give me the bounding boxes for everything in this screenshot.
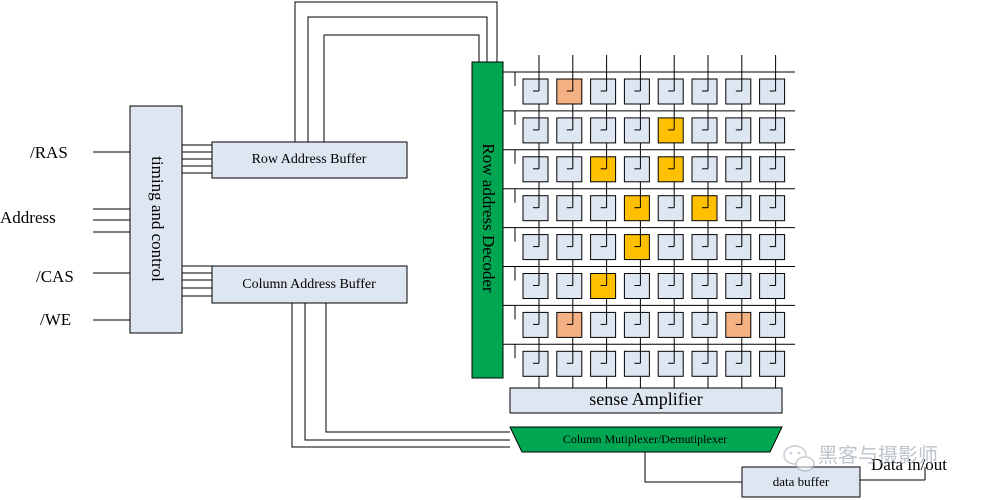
memory-cell — [759, 78, 786, 105]
memory-cell — [556, 311, 583, 338]
memory-cell — [522, 311, 549, 338]
ras-label: /RAS — [30, 143, 68, 162]
memory-cell — [590, 117, 617, 144]
column-multiplexer-label: Column Mutiplexer/Demutiplexer — [563, 432, 727, 446]
memory-cell — [623, 311, 650, 338]
memory-cell — [590, 78, 617, 105]
row-address-decoder: Row address Decoder — [471, 61, 504, 379]
memory-cell — [725, 273, 752, 299]
cas-label: /CAS — [36, 267, 74, 286]
memory-cell — [623, 156, 650, 183]
memory-cell — [759, 156, 786, 183]
memory-cell — [657, 195, 684, 222]
memory-cell — [522, 195, 549, 222]
wechat-icon — [783, 445, 815, 472]
memory-cell — [691, 156, 718, 183]
row-address-decoder-label: Row address Decoder — [479, 143, 498, 293]
memory-cell — [691, 350, 718, 377]
memory-cell — [759, 117, 786, 144]
watermark-text: 黑客与摄影师 — [818, 443, 938, 467]
memory-cell — [657, 234, 684, 261]
memory-cell — [522, 78, 549, 105]
address-label: Address — [0, 208, 56, 227]
memory-cell — [725, 78, 752, 105]
memory-cell — [556, 117, 583, 144]
memory-cell — [556, 195, 583, 222]
row-address-buffer-label: Row Address Buffer — [252, 152, 367, 167]
memory-cell — [556, 156, 583, 183]
memory-cell — [691, 117, 718, 144]
memory-cell — [590, 350, 617, 377]
memory-cell — [657, 350, 684, 377]
memory-cell — [623, 78, 650, 105]
sense-amplifier: sense Amplifier — [509, 387, 783, 414]
memory-cell — [725, 195, 752, 222]
memory-cell — [556, 78, 583, 105]
memory-cell — [556, 350, 583, 377]
memory-cell — [623, 350, 650, 377]
column-multiplexer: Column Mutiplexer/Demutiplexer — [509, 426, 783, 453]
memory-cell — [522, 350, 549, 377]
memory-cell — [590, 273, 617, 299]
memory-cell — [623, 117, 650, 144]
column-address-buffer-label: Column Address Buffer — [242, 277, 376, 292]
memory-cell — [590, 156, 617, 183]
timing-control-block: timing and control — [129, 105, 183, 334]
row-address-buffer: Row Address Buffer — [211, 141, 408, 179]
memory-cell — [623, 195, 650, 222]
memory-cell — [691, 234, 718, 261]
memory-cell — [691, 273, 718, 299]
memory-cell — [657, 156, 684, 183]
data-io-label: Data in/out — [871, 455, 947, 474]
memory-cell — [725, 350, 752, 377]
watermark: 黑客与摄影师 — [783, 443, 938, 472]
memory-cell — [623, 273, 650, 299]
signal-wires — [93, 1, 926, 483]
cell-array — [522, 78, 786, 377]
memory-cell — [759, 195, 786, 222]
cell-array-wires — [503, 55, 795, 388]
we-label: /WE — [40, 310, 71, 329]
memory-cell — [725, 311, 752, 338]
data-buffer-label: data buffer — [773, 474, 830, 489]
memory-cell — [725, 117, 752, 144]
data-buffer: data buffer — [741, 466, 861, 498]
memory-cell — [657, 117, 684, 144]
memory-cell — [556, 234, 583, 261]
memory-cell — [590, 311, 617, 338]
memory-cell — [691, 78, 718, 105]
memory-cell — [522, 117, 549, 144]
memory-cell — [691, 195, 718, 222]
memory-cell — [657, 78, 684, 105]
memory-cell — [522, 273, 549, 299]
memory-cell — [522, 234, 549, 261]
memory-cell — [623, 234, 650, 261]
memory-cell — [522, 156, 549, 183]
memory-cell — [759, 350, 786, 377]
memory-cell — [759, 234, 786, 261]
memory-cell — [759, 273, 786, 299]
memory-cell — [725, 234, 752, 261]
sense-amplifier-label: sense Amplifier — [589, 389, 702, 409]
memory-cell — [657, 311, 684, 338]
memory-cell — [657, 273, 684, 299]
memory-cell — [556, 273, 583, 299]
timing-control-label: timing and control — [148, 156, 167, 282]
memory-cell — [725, 156, 752, 183]
column-address-buffer: Column Address Buffer — [211, 265, 408, 304]
memory-cell — [691, 311, 718, 338]
memory-cell — [759, 311, 786, 338]
memory-cell — [590, 195, 617, 222]
memory-cell — [590, 234, 617, 261]
